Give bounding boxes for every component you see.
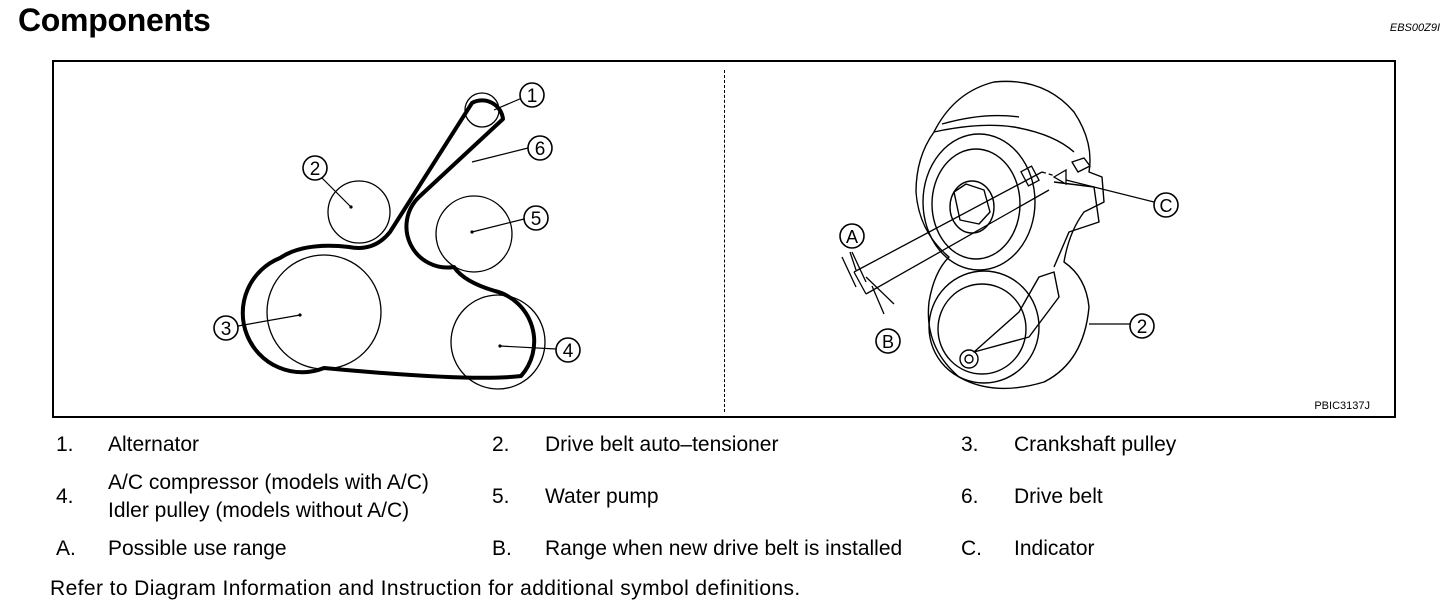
pulley-5 — [435, 195, 513, 273]
callout-1-text: 1 — [527, 86, 538, 107]
indicator-mark — [1020, 165, 1040, 187]
callout-6-text: 6 — [535, 139, 546, 160]
tensioner-housing — [915, 80, 1105, 390]
callout-4-text: 4 — [563, 341, 574, 362]
leader-5 — [471, 218, 525, 233]
legend-key-a: A. — [56, 537, 76, 560]
tensioner-lower-pulley — [928, 270, 1040, 384]
page-title: Components — [18, 2, 211, 38]
leader-4 — [499, 345, 557, 350]
indicator-c-pointer — [1052, 168, 1067, 186]
auto-tensioner-diagram: A B C 2 — [839, 80, 1179, 390]
drive-belt — [240, 98, 537, 380]
callout-1: 1 — [519, 82, 545, 108]
leader-1 — [493, 97, 523, 111]
legend-key-6: 6. — [961, 485, 979, 508]
pulley-2 — [327, 180, 391, 244]
legend-key-c: C. — [961, 537, 982, 560]
legend-key-b: B. — [492, 537, 512, 560]
legend-label-b: Range when new drive belt is installed — [545, 537, 903, 560]
legend-key-5: 5. — [492, 485, 510, 508]
callout-a: A — [839, 223, 865, 249]
leader-3 — [237, 314, 301, 327]
tensioner-upper-disc — [922, 133, 1036, 271]
legend-key-1: 1. — [56, 433, 74, 456]
belt-routing-diagram: 1 6 2 5 3 4 — [213, 82, 581, 390]
callout-5: 5 — [523, 205, 549, 231]
callout-c: C — [1153, 192, 1179, 218]
indicator-line-upper — [853, 171, 1043, 273]
leader-2 — [321, 177, 352, 208]
callout-4: 4 — [555, 337, 581, 363]
leader-c — [1065, 179, 1155, 203]
callout-6: 6 — [527, 135, 553, 161]
callout-b-text: B — [882, 332, 894, 352]
callout-a-text: A — [846, 227, 858, 247]
legend-label-1: Alternator — [108, 433, 200, 456]
components-figure: 1 6 2 5 3 4 — [52, 60, 1396, 418]
callout-2-text: 2 — [310, 159, 321, 180]
legend-label-2: Drive belt auto–tensioner — [545, 433, 779, 456]
callout-2: 2 — [302, 155, 328, 181]
legend-label-c: Indicator — [1014, 537, 1095, 560]
dim-a-arrow — [849, 251, 857, 271]
legend-key-3: 3. — [961, 433, 979, 456]
legend-key-2: 2. — [492, 433, 510, 456]
footer-note: Refer to Diagram Information and Instruc… — [50, 577, 801, 600]
legend-label-4: A/C compressor (models with A/C) — [108, 471, 429, 494]
callout-2-tensioner-text: 2 — [1137, 317, 1148, 338]
pulley-4 — [450, 294, 546, 390]
callout-5-text: 5 — [531, 209, 542, 230]
reference-code: EBS00Z9I — [1389, 22, 1440, 34]
callout-2-tensioner: 2 — [1129, 313, 1155, 339]
leader-6 — [471, 147, 529, 163]
figure-id: PBIC3137J — [1314, 400, 1370, 412]
indicator-line-lower — [865, 189, 1050, 295]
legend-label-5: Water pump — [545, 485, 659, 508]
callout-3-text: 3 — [221, 319, 232, 340]
legend-label-3: Crankshaft pulley — [1014, 433, 1177, 456]
callout-c-text: C — [1160, 196, 1173, 216]
callout-b: B — [875, 328, 901, 354]
figure-divider — [724, 70, 725, 412]
callout-3: 3 — [213, 315, 239, 341]
legend-label-a: Possible use range — [108, 537, 287, 560]
legend-label-4-line2: Idler pulley (models without A/C) — [108, 499, 410, 522]
legend-label-6: Drive belt — [1014, 485, 1103, 508]
dim-b-arrow — [871, 285, 885, 315]
legend-key-4: 4. — [56, 485, 74, 508]
